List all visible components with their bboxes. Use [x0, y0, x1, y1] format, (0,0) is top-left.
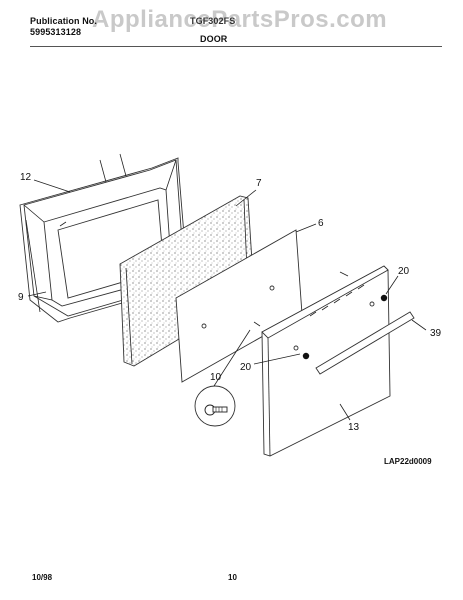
- section-title: DOOR: [200, 34, 228, 44]
- handle-screw-hole: [293, 345, 299, 351]
- callout-20-top: 20: [398, 266, 410, 277]
- glass-hole: [269, 285, 275, 291]
- screw: [253, 321, 261, 327]
- detail-circle: [194, 385, 236, 427]
- leader-lines: [27, 179, 427, 421]
- publication-label: Publication No.: [30, 16, 98, 26]
- glass-hole: [201, 323, 207, 329]
- callout-12: 12: [20, 172, 32, 183]
- header-rule: [30, 46, 442, 47]
- callout-20-bottom: 20: [240, 362, 252, 373]
- callout-10: 10: [210, 372, 222, 383]
- callout-7: 7: [256, 178, 262, 189]
- publication-number: 5995313128: [30, 27, 82, 37]
- insulation-pad: [119, 195, 255, 367]
- callout-9: 9: [18, 292, 24, 303]
- handle-screw-hole: [369, 301, 375, 307]
- detail-screw-icon: [204, 404, 228, 416]
- callout-13: 13: [348, 422, 360, 433]
- model-number: TGF302FS: [190, 16, 236, 26]
- callout-39: 39: [430, 328, 442, 339]
- screw: [302, 352, 310, 360]
- screw: [380, 294, 388, 302]
- screw: [339, 271, 349, 277]
- footer-date: 10/98: [32, 573, 53, 582]
- diagram-code: LAP22d0009: [384, 457, 432, 466]
- outer-door-panel: [261, 265, 391, 457]
- watermark: AppliancePartsPros.com: [92, 6, 388, 33]
- footer-page: 10: [228, 573, 237, 582]
- door-handle: [315, 311, 415, 375]
- callout-6: 6: [318, 218, 324, 229]
